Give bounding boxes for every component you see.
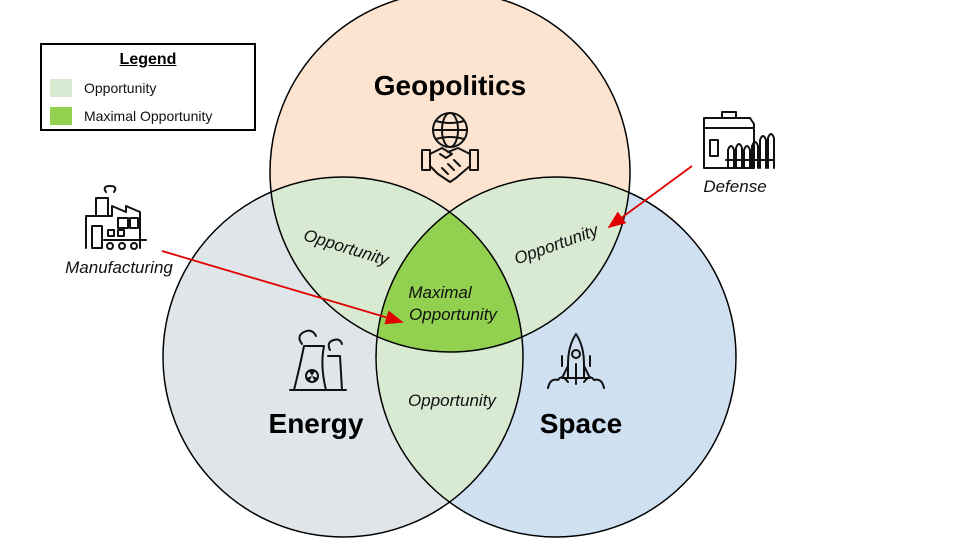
maximal-label-line1: Maximal (408, 283, 473, 302)
energy-label: Energy (269, 408, 364, 439)
geopolitics-label: Geopolitics (374, 70, 526, 101)
triple-overlap (376, 177, 523, 352)
handshake-globe-icon (421, 112, 479, 183)
factory-icon (85, 185, 147, 250)
ammunition-icon (703, 111, 775, 169)
legend-item-opportunity: Opportunity (50, 78, 156, 98)
legend-swatch-opportunity (50, 79, 72, 97)
nuclear-plant-icon (289, 329, 347, 391)
space-label: Space (540, 408, 623, 439)
rocket-icon (547, 333, 605, 389)
manufacturing-arrow (161, 250, 404, 325)
defense-arrow (607, 165, 693, 229)
legend-swatch-maximal (50, 107, 72, 125)
defense-label: Defense (703, 177, 766, 196)
maximal-label-line2: Opportunity (409, 305, 498, 324)
legend-item-maximal: Maximal Opportunity (50, 106, 212, 126)
energy-space-opportunity-label: Opportunity (408, 391, 497, 410)
legend-title: Legend (119, 51, 177, 68)
legend-label-maximal: Maximal Opportunity (84, 108, 213, 124)
legend-box: Legend Opportunity Maximal Opportunity (40, 43, 256, 131)
legend-label-opportunity: Opportunity (84, 80, 157, 96)
manufacturing-label: Manufacturing (65, 258, 173, 277)
